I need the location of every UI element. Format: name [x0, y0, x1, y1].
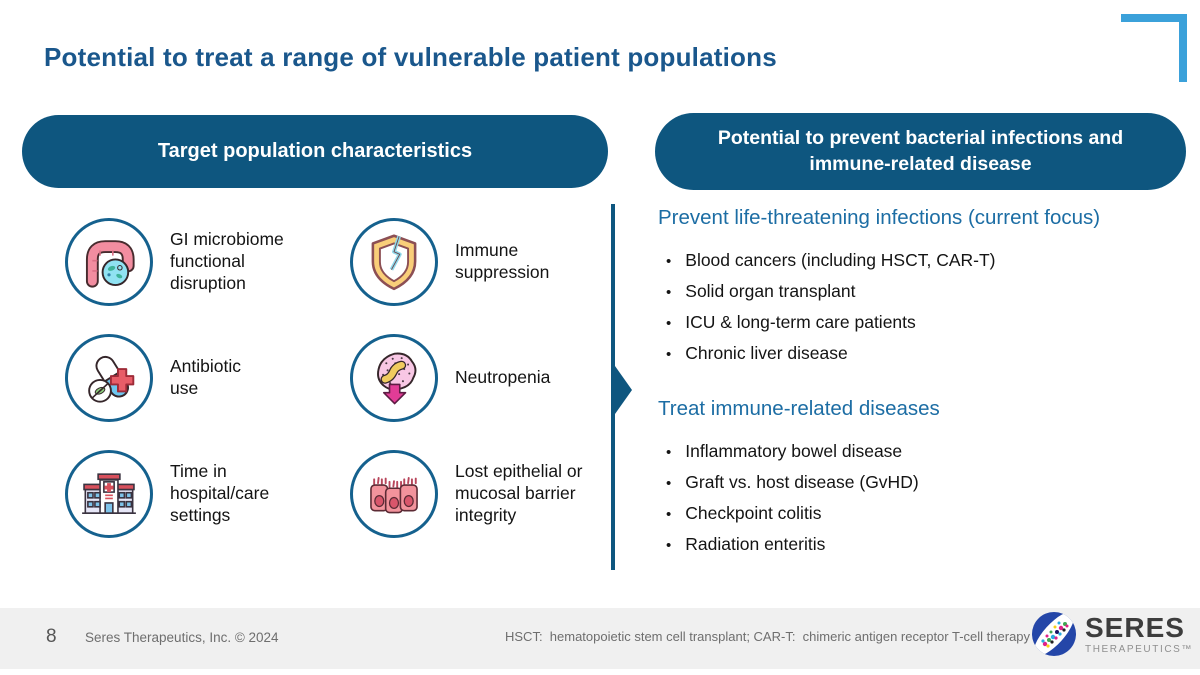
list-item: • Inflammatory bowel disease [658, 436, 1192, 467]
bullet-text: ICU & long-term care patients [685, 312, 916, 332]
hospital-icon [65, 450, 153, 538]
bullet-dot: • [666, 537, 672, 554]
list-item: • ICU & long-term care patients [658, 307, 1192, 338]
characteristic-label: GI microbiome functional disruption [170, 229, 284, 293]
characteristic-item-immune-suppression: Immune suppression [350, 218, 549, 306]
characteristic-label: Neutropenia [455, 367, 551, 388]
gi-microbiome-icon [65, 218, 153, 306]
list-item: • Blood cancers (including HSCT, CAR-T) [658, 245, 1192, 276]
page-number: 8 [46, 626, 57, 647]
treat-immune-diseases-bullet-list: • Inflammatory bowel disease • Graft vs. h… [658, 436, 1192, 560]
list-item: • Checkpoint colitis [658, 498, 1192, 529]
bullet-text: Solid organ transplant [685, 281, 856, 301]
bullet-dot: • [666, 475, 672, 492]
prevent-infections-bullet-list: • Blood cancers (including HSCT, CAR-T) •… [658, 245, 1192, 369]
panel-divider-line [611, 204, 615, 570]
antibiotic-use-icon [65, 334, 153, 422]
bullet-text: Inflammatory bowel disease [685, 441, 903, 461]
footer-bar: 8 Seres Therapeutics, Inc. © 2024 HSCT: … [0, 608, 1200, 669]
logo-wordmark: SERES [1085, 611, 1185, 643]
characteristic-item-antibiotic-use: Antibiotic use [65, 334, 241, 422]
bullet-text: Blood cancers (including HSCT, CAR-T) [685, 250, 996, 270]
bullet-dot: • [666, 506, 672, 523]
section-heading-prevent-infections: Prevent life-threatening infections (cur… [658, 206, 1101, 229]
logo-subtext: THERAPEUTICS™ [1085, 643, 1194, 655]
right-panel: Prevent life-threatening infections (cur… [658, 206, 1192, 588]
copyright-text: Seres Therapeutics, Inc. © 2024 [85, 630, 279, 645]
right-panel-header: Potential to prevent bacterial infection… [655, 113, 1186, 190]
right-arrow-icon [615, 366, 632, 414]
bullet-text: Radiation enteritis [685, 534, 826, 554]
bullet-text: Graft vs. host disease (GvHD) [685, 472, 919, 492]
bullet-text: Chronic liver disease [685, 343, 848, 363]
characteristic-item-epithelial-barrier: Lost epithelial or mucosal barrier integ… [350, 450, 582, 538]
bullet-dot: • [666, 346, 672, 363]
bullet-dot: • [666, 284, 672, 301]
characteristic-item-gi-microbiome: GI microbiome functional disruption [65, 218, 284, 306]
epithelial-barrier-icon [350, 450, 438, 538]
seres-globe-icon [1032, 612, 1076, 656]
characteristic-label: Immune suppression [455, 240, 550, 282]
page-title: Potential to treat a range of vulnerable… [44, 42, 777, 72]
bullet-text: Checkpoint colitis [685, 503, 822, 523]
footnote-abbreviations: HSCT: hematopoietic stem cell transplant… [505, 629, 1031, 644]
characteristic-label: Time in hospital/care settings [170, 461, 270, 525]
characteristic-item-neutropenia: Neutropenia [350, 334, 550, 422]
list-item: • Graft vs. host disease (GvHD) [658, 467, 1192, 498]
seres-logo: SERES THERAPEUTICS™ [1031, 611, 1193, 657]
list-item: • Chronic liver disease [658, 338, 1192, 369]
bullet-dot: • [666, 444, 672, 461]
bullet-dot: • [666, 253, 672, 270]
list-item: • Solid organ transplant [658, 276, 1192, 307]
list-item: • Radiation enteritis [658, 529, 1192, 560]
bullet-dot: • [666, 315, 672, 332]
section-heading-treat-immune-diseases: Treat immune-related diseases [658, 397, 940, 420]
corner-bracket-decoration [1121, 14, 1187, 82]
immune-suppression-icon [350, 218, 438, 306]
neutropenia-icon [350, 334, 438, 422]
characteristic-label: Lost epithelial or mucosal barrier integ… [455, 461, 583, 525]
characteristic-item-hospital-time: Time in hospital/care settings [65, 450, 269, 538]
left-panel-header: Target population characteristics [22, 115, 608, 188]
characteristic-label: Antibiotic use [170, 356, 242, 398]
